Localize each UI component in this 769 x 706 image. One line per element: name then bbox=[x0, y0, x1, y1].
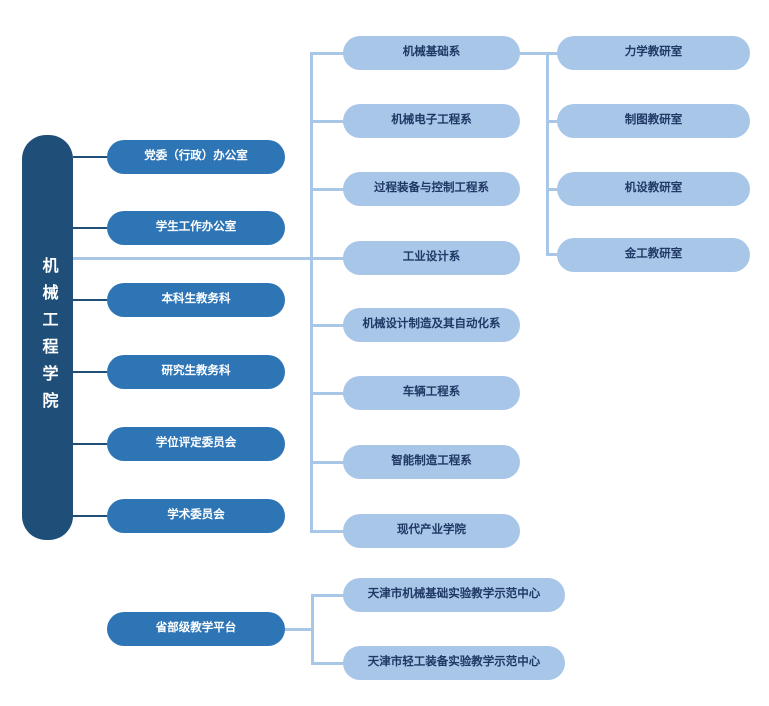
department-modern-industry-college[interactable]: 现代产业学院 bbox=[343, 514, 520, 548]
platform-child-mechanical-fundamentals-demo-center[interactable]: 天津市机械基础实验教学示范中心 bbox=[343, 578, 565, 612]
admin-unit-graduate-academic-affairs[interactable]: 研究生教务科 bbox=[107, 355, 285, 389]
department-vehicle-engineering[interactable]: 车辆工程系 bbox=[343, 376, 520, 410]
node-label: 金工教研室 bbox=[624, 248, 683, 261]
node-label: 机械基础系 bbox=[402, 46, 461, 59]
connector-root-to-admin-4 bbox=[73, 371, 107, 373]
node-label: 学术委员会 bbox=[167, 509, 225, 522]
connector-department-3 bbox=[310, 188, 344, 191]
node-label: 本科生教务科 bbox=[161, 293, 231, 306]
node-label: 学生工作办公室 bbox=[155, 221, 237, 234]
connector-office-2 bbox=[546, 120, 561, 123]
node-label: 机设教研室 bbox=[624, 182, 683, 195]
department-intelligent-manufacturing-engineering[interactable]: 智能制造工程系 bbox=[343, 445, 520, 479]
department-mechanical-design-manufacturing-automation[interactable]: 机械设计制造及其自动化系 bbox=[343, 308, 520, 342]
node-label: 省部级教学平台 bbox=[155, 622, 237, 635]
connector-department-5 bbox=[310, 324, 344, 327]
node-label: 制图教研室 bbox=[624, 114, 683, 127]
admin-unit-student-affairs-office[interactable]: 学生工作办公室 bbox=[107, 211, 285, 245]
admin-unit-degree-evaluation-committee[interactable]: 学位评定委员会 bbox=[107, 427, 285, 461]
teaching-office-machine-design[interactable]: 机设教研室 bbox=[557, 172, 750, 206]
connector-root-to-admin-1 bbox=[73, 156, 107, 158]
admin-unit-party-admin-office[interactable]: 党委（行政）办公室 bbox=[107, 140, 285, 174]
connector-department-7 bbox=[310, 461, 344, 464]
node-label: 机械电子工程系 bbox=[391, 114, 472, 127]
admin-unit-academic-committee[interactable]: 学术委员会 bbox=[107, 499, 285, 533]
node-label: 过程装备与控制工程系 bbox=[374, 182, 489, 195]
platform-child-light-industry-equipment-demo-center[interactable]: 天津市轻工装备实验教学示范中心 bbox=[343, 646, 565, 680]
connector-department-1 bbox=[310, 52, 344, 55]
connector-department-6 bbox=[310, 392, 344, 395]
connector-root-to-admin-2 bbox=[73, 227, 107, 229]
root-node-label: 机械工程学院 bbox=[39, 256, 57, 419]
platform-trunk-line bbox=[311, 594, 314, 665]
connector-department-8 bbox=[310, 530, 344, 533]
node-label: 工业设计系 bbox=[402, 251, 461, 264]
node-label: 学位评定委员会 bbox=[155, 437, 237, 450]
connector-platform-root-to-trunk bbox=[284, 628, 314, 631]
node-label: 天津市轻工装备实验教学示范中心 bbox=[367, 656, 541, 669]
connector-platform-child-2 bbox=[311, 662, 344, 665]
node-label: 车辆工程系 bbox=[402, 386, 461, 399]
connector-root-to-admin-5 bbox=[73, 443, 107, 445]
connector-department-4 bbox=[310, 257, 344, 260]
department-industrial-design[interactable]: 工业设计系 bbox=[343, 241, 520, 275]
platform-root-provincial-ministerial-teaching-platform[interactable]: 省部级教学平台 bbox=[107, 612, 285, 646]
root-node-college[interactable]: 机械工程学院 bbox=[22, 135, 73, 540]
connector-root-to-admin-6 bbox=[73, 515, 107, 517]
connector-office-3 bbox=[546, 188, 561, 191]
connector-office-1 bbox=[546, 52, 561, 55]
node-label: 党委（行政）办公室 bbox=[144, 150, 248, 163]
admin-unit-undergraduate-academic-affairs[interactable]: 本科生教务科 bbox=[107, 283, 285, 317]
connector-platform-child-1 bbox=[311, 594, 344, 597]
connector-root-to-department-trunk bbox=[73, 257, 313, 260]
node-label: 智能制造工程系 bbox=[391, 455, 472, 468]
department-trunk-line bbox=[310, 52, 313, 533]
department-mechatronic-engineering[interactable]: 机械电子工程系 bbox=[343, 104, 520, 138]
node-label: 现代产业学院 bbox=[397, 524, 466, 537]
connector-office-4 bbox=[546, 253, 561, 256]
teaching-office-metalworking[interactable]: 金工教研室 bbox=[557, 238, 750, 272]
node-label: 力学教研室 bbox=[624, 46, 683, 59]
connector-root-to-admin-3 bbox=[73, 299, 107, 301]
node-label: 天津市机械基础实验教学示范中心 bbox=[367, 588, 541, 601]
connector-department-2 bbox=[310, 120, 344, 123]
teaching-office-mechanics[interactable]: 力学教研室 bbox=[557, 36, 750, 70]
department-mechanical-fundamentals[interactable]: 机械基础系 bbox=[343, 36, 520, 70]
teaching-office-trunk-line bbox=[546, 52, 549, 256]
node-label: 研究生教务科 bbox=[161, 365, 231, 378]
teaching-office-drafting[interactable]: 制图教研室 bbox=[557, 104, 750, 138]
node-label: 机械设计制造及其自动化系 bbox=[362, 318, 501, 331]
connector-department-to-office-trunk bbox=[519, 52, 549, 55]
department-process-equipment-control-engineering[interactable]: 过程装备与控制工程系 bbox=[343, 172, 520, 206]
